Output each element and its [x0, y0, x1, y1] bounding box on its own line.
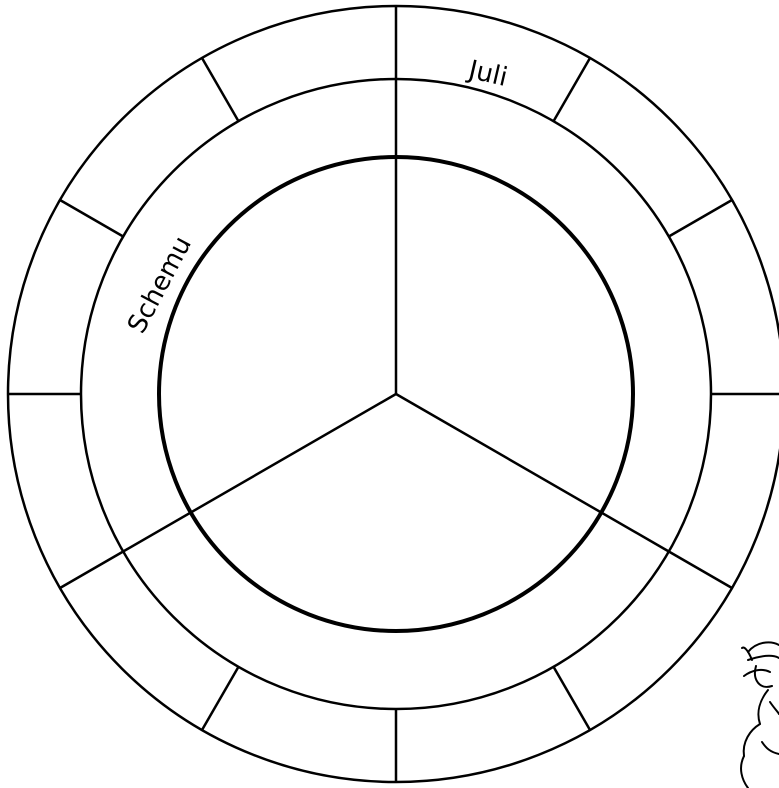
season-divider-lower-left — [123, 394, 396, 552]
month-divider-8 — [202, 667, 239, 730]
month-divider-3 — [669, 200, 732, 237]
month-divider-11 — [60, 200, 123, 237]
month-divider-6 — [554, 667, 591, 730]
season-dividers — [123, 79, 669, 552]
month-divider-5 — [669, 552, 732, 589]
month-divider-2 — [554, 58, 591, 121]
month-divider-12 — [202, 58, 239, 121]
season-divider-lower-right — [396, 394, 669, 552]
plant-doodle-decoration — [741, 642, 779, 788]
month-divider-9 — [60, 552, 123, 589]
